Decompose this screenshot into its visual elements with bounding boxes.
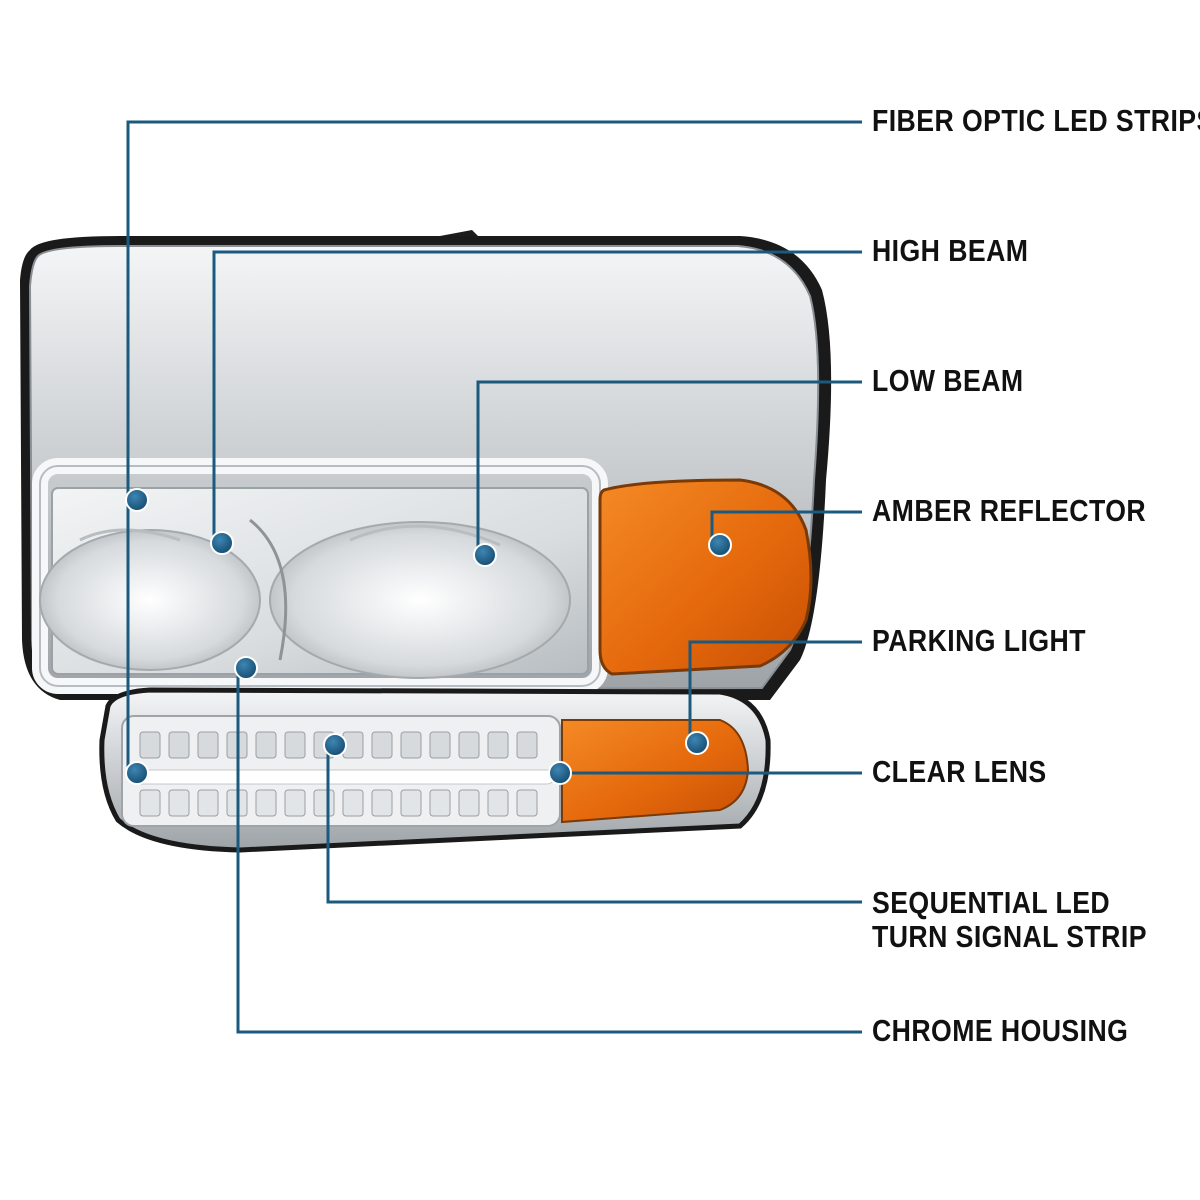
led-chip: [458, 731, 480, 759]
dot-sequential-led: [323, 733, 347, 757]
led-chip: [197, 789, 219, 817]
label-text: SEQUENTIAL LED: [872, 885, 1111, 920]
label-text: LOW BEAM: [872, 363, 1024, 398]
led-chip: [487, 789, 509, 817]
led-chip: [284, 789, 306, 817]
label-high-beam: HIGH BEAM: [872, 234, 1028, 268]
parking-light-lens: [561, 719, 750, 824]
led-chip: [197, 731, 219, 759]
led-chip: [139, 731, 161, 759]
led-chip: [255, 731, 277, 759]
led-chip: [168, 789, 190, 817]
dot-clear-lens: [548, 761, 572, 785]
led-light-guide: [129, 769, 555, 785]
low-beam-reflector: [269, 521, 571, 679]
label-text: FIBER OPTIC LED STRIPS: [872, 103, 1200, 138]
led-chip: [429, 789, 451, 817]
dot-fiber-optic-lower: [125, 761, 149, 785]
led-chip: [371, 789, 393, 817]
led-chip: [516, 731, 538, 759]
led-chip: [139, 789, 161, 817]
dot-high-beam: [210, 531, 234, 555]
led-chip: [487, 731, 509, 759]
label-low-beam: LOW BEAM: [872, 364, 1024, 398]
label-parking-light: PARKING LIGHT: [872, 624, 1086, 658]
label-sequential-led-turn-signal-strip: SEQUENTIAL LED TURN SIGNAL STRIP: [872, 886, 1147, 954]
led-chip: [371, 731, 393, 759]
led-chip: [516, 789, 538, 817]
label-text: CLEAR LENS: [872, 754, 1047, 789]
led-chip: [168, 731, 190, 759]
label-text: TURN SIGNAL STRIP: [872, 919, 1147, 954]
callout-dots: [125, 488, 732, 785]
dot-low-beam: [473, 543, 497, 567]
headlight-assembly: [20, 230, 832, 853]
label-clear-lens: CLEAR LENS: [872, 755, 1047, 789]
led-chip: [458, 789, 480, 817]
label-text: PARKING LIGHT: [872, 623, 1086, 658]
label-amber-reflector: AMBER REFLECTOR: [872, 494, 1146, 528]
label-text: CHROME HOUSING: [872, 1013, 1129, 1048]
led-chip: [342, 789, 364, 817]
led-chip: [255, 789, 277, 817]
dot-chrome-housing: [234, 656, 258, 680]
led-chip: [400, 731, 422, 759]
label-chrome-housing: CHROME HOUSING: [872, 1014, 1128, 1048]
label-text: HIGH BEAM: [872, 233, 1029, 268]
label-text: AMBER REFLECTOR: [872, 493, 1147, 528]
dot-amber-reflector: [708, 533, 732, 557]
led-chip: [400, 789, 422, 817]
dot-parking-light: [685, 731, 709, 755]
led-chip: [429, 731, 451, 759]
label-fiber-optic-led-strips: FIBER OPTIC LED STRIPS: [872, 104, 1200, 138]
led-chip: [284, 731, 306, 759]
led-chip: [313, 789, 335, 817]
amber-reflector-lens: [598, 478, 813, 676]
high-beam-reflector: [39, 529, 261, 671]
dot-fiber-optic-upper: [125, 488, 149, 512]
